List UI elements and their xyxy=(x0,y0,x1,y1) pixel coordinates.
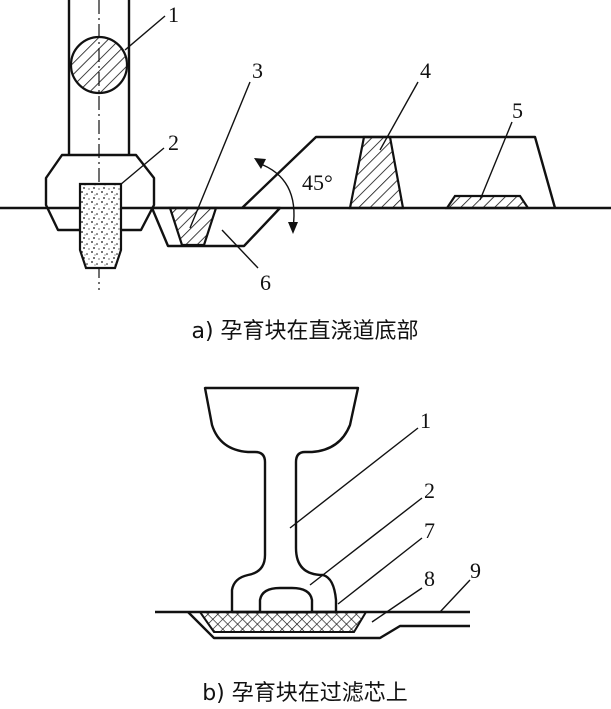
leader-b2 xyxy=(309,497,423,586)
leader-b1 xyxy=(289,427,419,529)
label-a4: 4 xyxy=(420,58,431,83)
inoculant-block-a2 xyxy=(78,182,123,270)
label-a2: 2 xyxy=(168,130,179,155)
leader-a5 xyxy=(479,121,513,201)
inoculant-block-b2 xyxy=(258,586,314,614)
leader-a3 xyxy=(189,81,251,229)
leader-a4 xyxy=(379,81,419,151)
angle-arrow-top xyxy=(254,158,266,169)
leader-a2 xyxy=(119,147,165,186)
angle-arrow-bottom xyxy=(288,222,298,234)
label-b7: 7 xyxy=(424,518,435,543)
inoculant-block-a3 xyxy=(168,206,218,247)
angle-label: 45° xyxy=(302,170,333,195)
label-b1: 1 xyxy=(420,408,431,433)
caption-a: a) 孕育块在直浇道底部 xyxy=(191,319,418,344)
sprue-b xyxy=(203,386,360,614)
label-a5: 5 xyxy=(512,98,523,123)
inoculant-block-a5 xyxy=(444,194,531,210)
leader-b8 xyxy=(371,587,423,623)
filter-core xyxy=(198,611,368,633)
label-a3: 3 xyxy=(252,58,263,83)
diagram-a: 45° 1 2 3 4 5 6 a) 孕育块在直浇道底部 xyxy=(0,0,611,344)
casting-cavity xyxy=(241,135,557,209)
sprue-base xyxy=(44,153,156,232)
label-a6: 6 xyxy=(260,270,271,295)
angle-arc xyxy=(257,162,295,229)
base-cavity xyxy=(187,611,470,640)
label-a1: 1 xyxy=(168,2,179,27)
inoculant-block-a4 xyxy=(348,135,405,210)
sprue xyxy=(67,0,131,155)
leader-b9 xyxy=(439,579,471,613)
leader-a6 xyxy=(221,229,259,269)
label-b2: 2 xyxy=(424,478,435,503)
leader-b7 xyxy=(337,537,423,605)
caption-b: b) 孕育块在过滤芯上 xyxy=(202,681,408,706)
label-b8: 8 xyxy=(424,566,435,591)
sprue-section-circle xyxy=(69,35,129,95)
leader-a1 xyxy=(124,15,166,51)
diagram-b: 1 2 7 8 9 b) 孕育块在过滤芯上 xyxy=(155,386,481,706)
label-b9: 9 xyxy=(470,558,481,583)
